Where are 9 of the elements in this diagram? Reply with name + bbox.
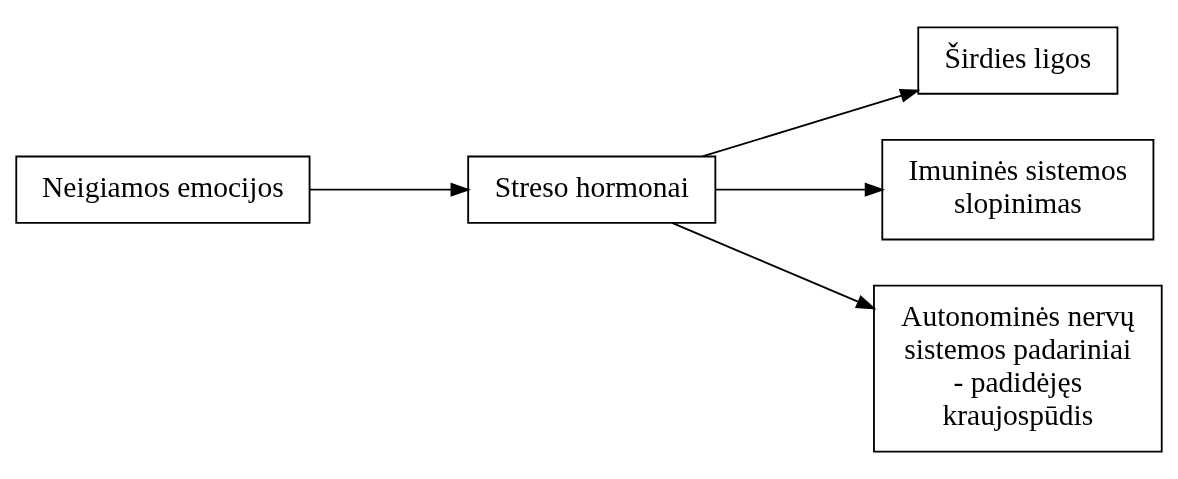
node-box: Širdies ligos [917,26,1119,95]
arrow [701,88,921,158]
arrow [714,182,886,197]
node-box: Neigiamos emocijos [15,155,311,224]
node-box: Streso hormonai [467,155,717,224]
node-box: Imuninės sistemos slopinimas [881,138,1155,241]
node-box: Autonominės nervų sistemos padariniai - padidėjęs kraujospūdis [873,284,1163,453]
arrow [308,182,471,197]
arrow [671,222,877,310]
